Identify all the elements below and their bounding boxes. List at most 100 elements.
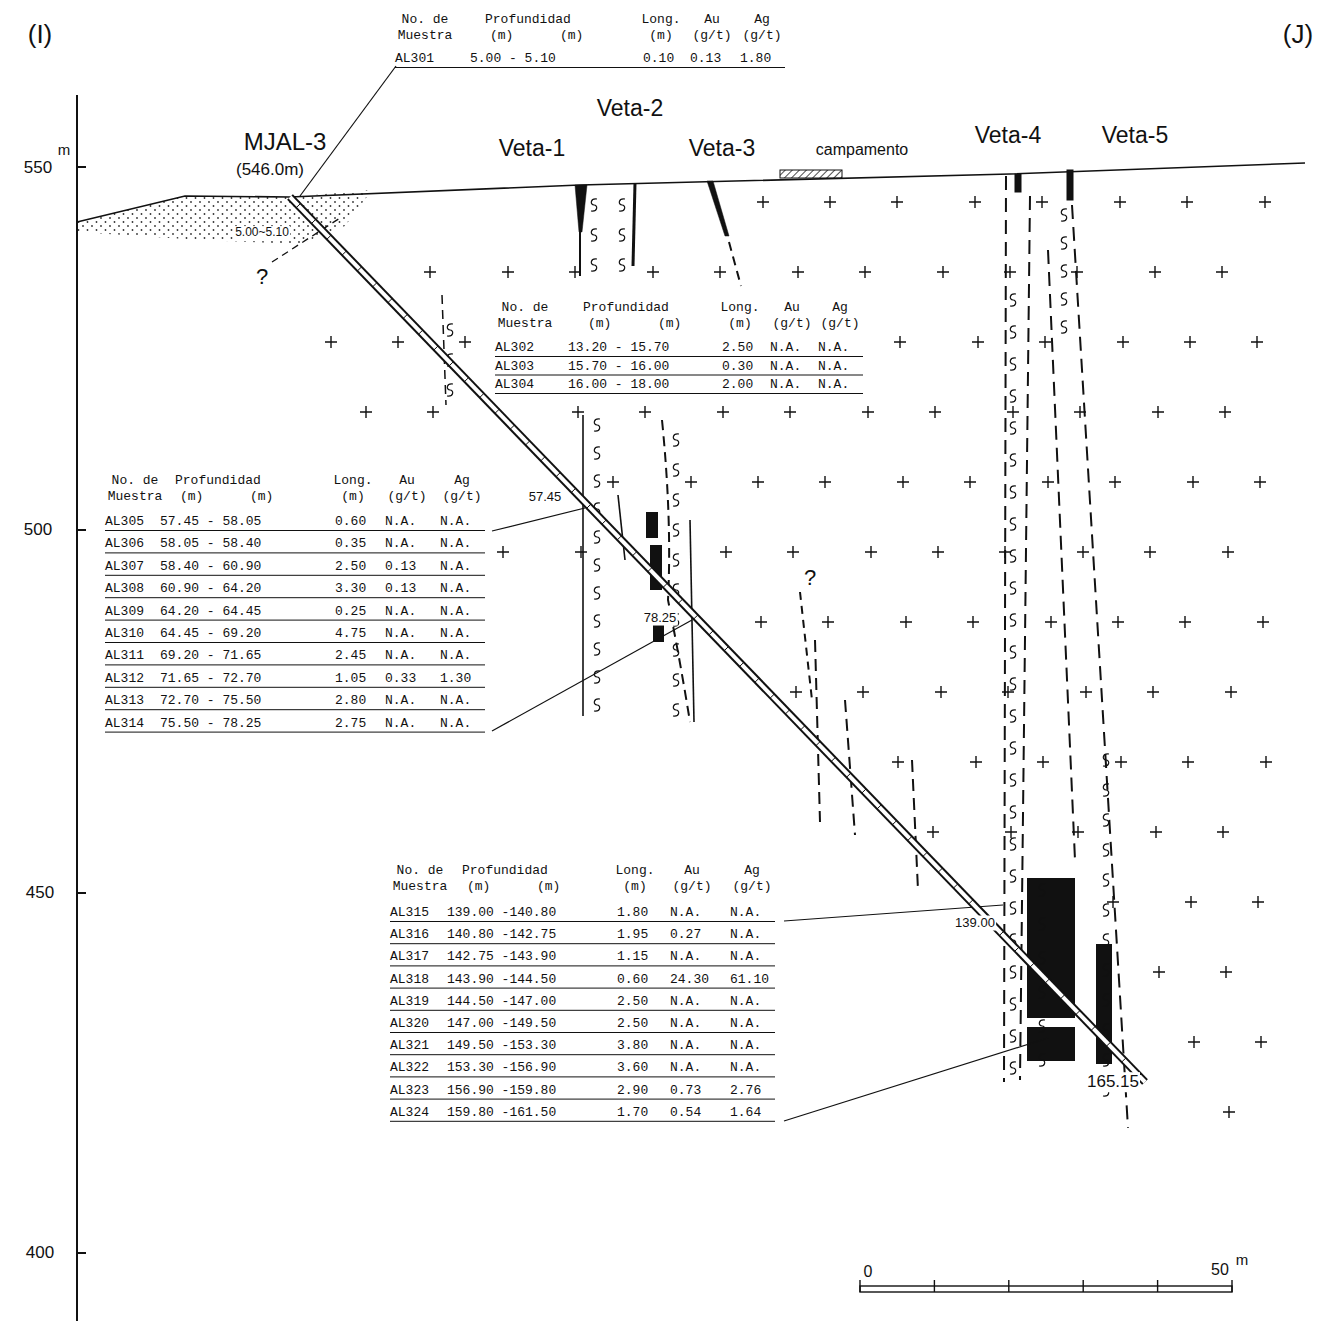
alteration-mark xyxy=(1103,1054,1109,1066)
table-rule xyxy=(495,375,863,376)
alteration-mark xyxy=(1010,966,1016,978)
alteration-mark xyxy=(1061,237,1067,249)
alteration-mark xyxy=(1010,870,1016,882)
granite-cross xyxy=(639,406,651,418)
table-header: Profundidad xyxy=(583,300,669,316)
table-rule xyxy=(105,732,485,733)
alteration-mark xyxy=(1010,358,1016,370)
section-label: Veta-5 xyxy=(1101,122,1170,148)
table-cell: AL306 xyxy=(105,536,144,552)
table-cell: AL323 xyxy=(390,1083,429,1099)
hole-tick xyxy=(403,314,407,318)
alteration-mark xyxy=(594,671,600,683)
table-cell: 143.90 -144.50 xyxy=(447,972,556,988)
table-cell: AL314 xyxy=(105,716,144,732)
table-cell: N.A. xyxy=(670,1038,701,1054)
table-cell: 71.65 - 72.70 xyxy=(160,671,261,687)
table-cell: 142.75 -143.90 xyxy=(447,949,556,965)
granite-cross xyxy=(1007,406,1019,418)
table-cell: N.A. xyxy=(818,377,849,393)
alteration-mark xyxy=(594,531,600,543)
hole-tick xyxy=(678,599,682,603)
table-cell: N.A. xyxy=(730,927,761,943)
hole-tick xyxy=(709,631,713,635)
alteration-mark xyxy=(1039,952,1045,964)
table-rule xyxy=(390,1121,775,1122)
granite-cross xyxy=(1259,196,1271,208)
section-label: campamento xyxy=(815,141,910,159)
section-label: (I) xyxy=(27,20,54,50)
table-header: (m) xyxy=(658,316,681,332)
section-label: 139.00 xyxy=(954,916,996,931)
scale-tick xyxy=(1231,1280,1232,1292)
table-cell: 2.90 xyxy=(617,1083,648,1099)
section-label: m xyxy=(1235,1251,1250,1268)
granite-cross xyxy=(1255,1036,1267,1048)
table-cell: AL319 xyxy=(390,994,429,1010)
table-header: (m) xyxy=(588,316,611,332)
hole-tick xyxy=(908,836,912,840)
granite-cross xyxy=(865,546,877,558)
granite-cross xyxy=(857,686,869,698)
alteration-mark xyxy=(1010,326,1016,338)
alteration-mark xyxy=(1010,614,1016,626)
table-header: Au (g/t) xyxy=(690,12,734,44)
table-cell: N.A. xyxy=(440,693,471,709)
hole-tick xyxy=(892,821,896,825)
scale-bar xyxy=(860,1280,1232,1292)
table-cell: N.A. xyxy=(670,905,701,921)
table-rule xyxy=(390,965,775,966)
hole-tick xyxy=(953,884,957,888)
granite-cross xyxy=(1251,336,1263,348)
alteration-mark xyxy=(673,674,679,686)
table-cell: 2.50 xyxy=(617,994,648,1010)
table-header: Long. (m) xyxy=(331,473,375,505)
table-cell: 1.80 xyxy=(740,51,771,67)
table-cell: 1.05 xyxy=(335,671,366,687)
granite-cross xyxy=(1042,476,1054,488)
granite-cross xyxy=(1036,196,1048,208)
hole-tick xyxy=(877,805,881,809)
granite-cross xyxy=(1107,896,1119,908)
granite-cross xyxy=(1187,476,1199,488)
alteration-mark xyxy=(673,524,679,536)
scale-tick xyxy=(1008,1280,1009,1292)
drill-hole xyxy=(290,197,1145,1082)
hole-tick xyxy=(388,298,392,302)
section-label: 165.15 xyxy=(1086,1072,1140,1092)
table-rule xyxy=(390,943,775,944)
granite-cross xyxy=(967,616,979,628)
table-cell: 156.90 -159.80 xyxy=(447,1083,556,1099)
hole-tick xyxy=(1030,963,1034,967)
granite-cross xyxy=(824,196,836,208)
table-cell: AL315 xyxy=(390,905,429,921)
alteration-mark xyxy=(447,384,453,396)
table-cell: AL304 xyxy=(495,377,534,393)
table-cell: 0.35 xyxy=(335,536,366,552)
hole-tick xyxy=(1015,947,1019,951)
granite-cross xyxy=(1222,546,1234,558)
table-cell: N.A. xyxy=(440,716,471,732)
table-cell: 0.60 xyxy=(617,972,648,988)
granite-cross xyxy=(1071,266,1083,278)
granite-cross xyxy=(1217,826,1229,838)
alteration-mark xyxy=(1010,582,1016,594)
granite-cross xyxy=(892,756,904,768)
alteration-mark xyxy=(1010,806,1016,818)
alteration-mark xyxy=(1103,844,1109,856)
alteration-mark xyxy=(594,643,600,655)
scale-tick xyxy=(1157,1280,1158,1292)
table-rule xyxy=(105,687,485,688)
granite-cross xyxy=(1072,826,1084,838)
table-cell: N.A. xyxy=(385,716,416,732)
granite-cross xyxy=(1216,266,1228,278)
hole-tick xyxy=(801,726,805,730)
scale-tick xyxy=(934,1280,935,1292)
table-cell: 57.45 - 58.05 xyxy=(160,514,261,530)
section-label: (546.0m) xyxy=(235,160,305,180)
table-rule xyxy=(105,552,485,553)
table-cell: 159.80 -161.50 xyxy=(447,1105,556,1121)
hole-tick xyxy=(938,868,942,872)
table-cell: 1.80 xyxy=(617,905,648,921)
table-cell: 3.30 xyxy=(335,581,366,597)
